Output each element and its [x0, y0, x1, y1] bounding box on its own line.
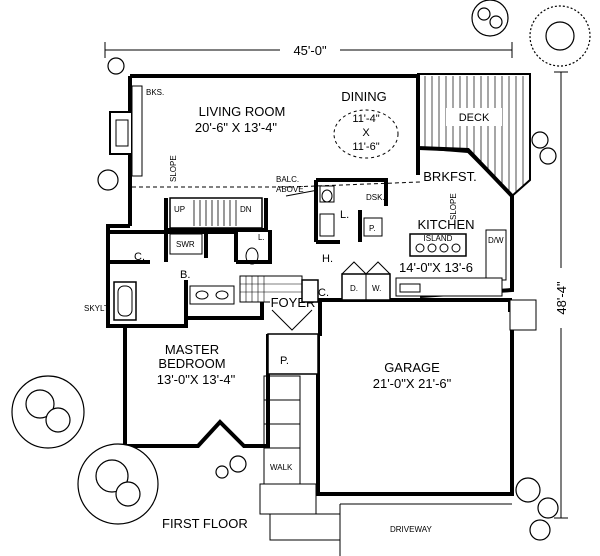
washer-label: W.: [372, 284, 381, 293]
fireplace: [109, 111, 133, 155]
skylt-label: SKYLT.: [84, 304, 110, 313]
shower: [169, 233, 203, 255]
bks-label: BKS.: [146, 88, 164, 97]
shrubs: [97, 57, 559, 541]
depth-dimension: 48'-4": [554, 71, 569, 519]
master-name-1: MASTER: [165, 342, 219, 357]
kitchen-dims: 14'-0"X 13'-6: [399, 260, 473, 275]
dining-dim1: 11'-4": [352, 113, 379, 125]
dsk-label: DSK.: [366, 193, 385, 202]
bath-label: B.: [180, 269, 190, 281]
master-name-2: BEDROOM: [158, 356, 225, 371]
tub: [113, 281, 137, 321]
interior-walls: [110, 148, 420, 320]
garage-dims: 21'-0"X 21'-6": [373, 376, 452, 391]
dining-x: X: [362, 127, 370, 139]
tree-bottom-left: [11, 375, 159, 525]
closet-label-master: C.: [134, 251, 145, 263]
up-label: UP: [174, 205, 185, 214]
kitchen-name: KITCHEN: [417, 217, 474, 232]
sink: [319, 213, 335, 237]
brkfst-name: BRKFST.: [423, 169, 476, 184]
dining-table: [333, 109, 399, 159]
l-label-bath: L.: [258, 233, 265, 242]
living-room-name: LIVING ROOM: [199, 104, 286, 119]
slope-label-living: SLOPE: [169, 155, 178, 182]
dining-dim2: 11'-6": [352, 141, 379, 153]
walk-label: WALK: [270, 463, 293, 472]
tree-top-right: [471, 0, 591, 67]
hall-label: H.: [322, 253, 333, 265]
l-label-powder: L.: [340, 209, 349, 221]
slope-label-brkfst: SLOPE: [449, 193, 458, 220]
closet-label-foyer: C.: [318, 287, 329, 299]
foyer: FOYER C.: [239, 275, 329, 331]
swr-label: SWR: [176, 240, 195, 249]
dining-name: DINING: [341, 89, 387, 104]
stairs: UP DN: [169, 197, 263, 229]
width-label: 45'-0": [293, 43, 327, 58]
kitchen-island: ISLAND: [409, 233, 467, 257]
walkway: WALK: [259, 375, 341, 541]
porch-label: P.: [280, 355, 289, 367]
bookshelf: [131, 85, 143, 177]
toilet-master: [245, 247, 259, 265]
dryer-label: D.: [350, 284, 358, 293]
porch: [267, 333, 319, 375]
garage-name: GARAGE: [384, 360, 440, 375]
width-dimension: 45'-0": [104, 42, 513, 58]
master-dims: 13'-0"X 13'-4": [157, 372, 236, 387]
driveway-label: DRIVEWAY: [390, 525, 432, 534]
first-floor-label: FIRST FLOOR: [162, 516, 248, 531]
dw-label: D/W: [488, 236, 504, 245]
depth-label: 48'-4": [554, 281, 569, 315]
pantry-label-kitchen: P.: [369, 224, 376, 233]
dn-label-stairs: DN: [240, 205, 252, 214]
kitchen-counter: [395, 277, 503, 297]
island-label: ISLAND: [424, 234, 453, 243]
balc-label: BALC.: [276, 175, 299, 184]
living-room-dims: 20'-6" X 13'-4": [195, 120, 278, 135]
above-label: ABOVE: [276, 185, 304, 194]
deck-label: DECK: [459, 112, 490, 124]
vanity: [189, 285, 235, 305]
